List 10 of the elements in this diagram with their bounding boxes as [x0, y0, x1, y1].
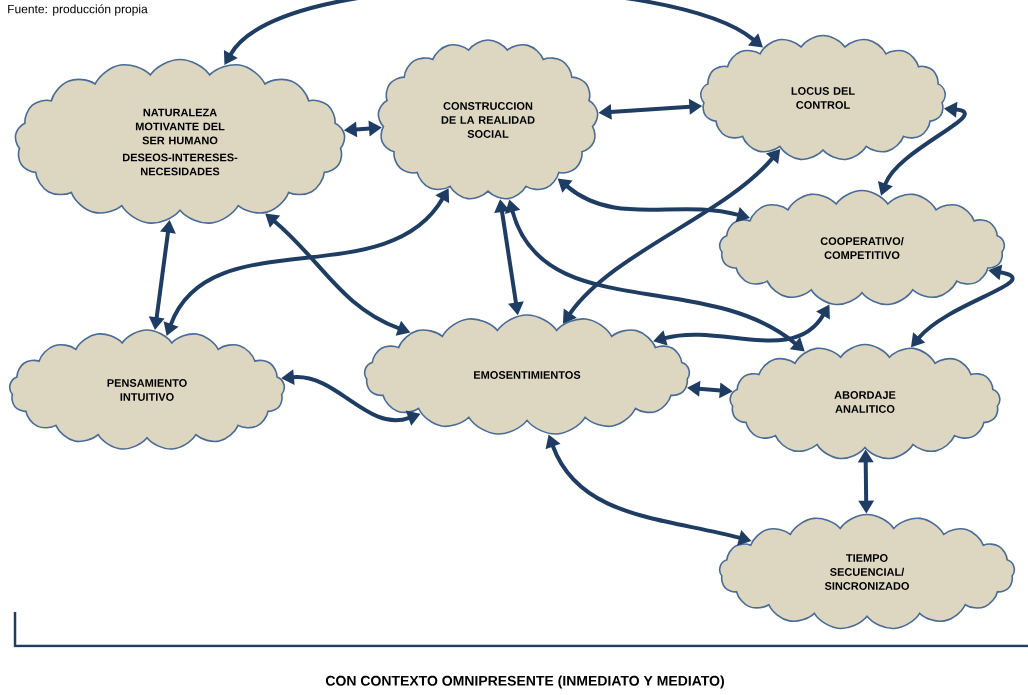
cloud-node: COOPERATIVO/ COMPETITIVO — [719, 189, 1005, 306]
cloud-node: ABORDAJE ANALITICO — [729, 343, 1001, 460]
bracket-label: CON CONTEXTO OMNIPRESENTE (INMEDIATO Y MEDIATO) — [325, 675, 724, 689]
cloud-node: NATURALEZA MOTIVANTE DEL SER HUMANO DESEOS-INTERESES-NECESIDADES — [14, 58, 346, 224]
source-note: Fuente: producción propia — [8, 4, 148, 16]
cloud-node: EMOSENTIMIENTOS — [363, 314, 691, 435]
cloud-node: TIEMPO SECUENCIAL/ SINCRONIZADO — [719, 513, 1015, 630]
cloud-node: PENSAMIENTO INTUITIVO — [9, 329, 285, 450]
cloud-node: CONSTRUCCION DE LA REALIDAD SOCIAL — [377, 39, 599, 200]
cloud-node: LOCUS DEL CONTROL — [700, 34, 946, 161]
